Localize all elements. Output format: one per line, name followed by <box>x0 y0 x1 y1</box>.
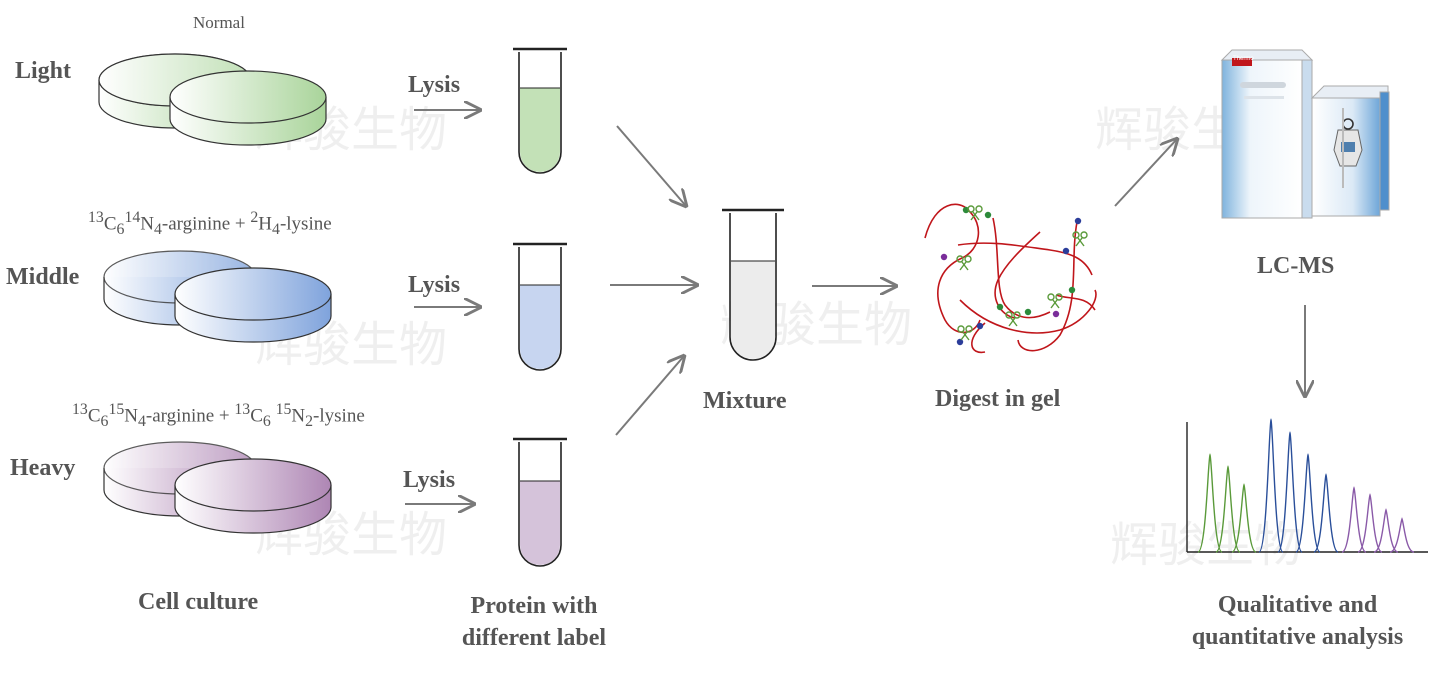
test-tube-icon <box>513 242 567 371</box>
superscript: 14 <box>124 209 141 226</box>
text: N <box>124 405 138 427</box>
row-label-heavy: Heavy <box>10 455 76 481</box>
text: -lysine <box>279 213 332 235</box>
superscript: 13 <box>72 401 88 418</box>
superscript: 13 <box>88 209 104 226</box>
subscript: 4 <box>154 221 162 239</box>
caption-analysis: Qualitative and quantitative analysis <box>1170 589 1425 653</box>
subscript: 6 <box>262 413 271 431</box>
caption-line: Protein with <box>470 593 598 619</box>
arrow-icon <box>615 356 684 436</box>
subscript: 4 <box>138 413 146 431</box>
caption-lcms: LC-MS <box>1257 253 1335 279</box>
text: N <box>140 213 154 235</box>
caption-line: Qualitative and <box>1217 592 1378 618</box>
text: N <box>291 405 306 427</box>
test-tube-icon <box>513 47 567 174</box>
label-note-middle: 13C614N4-arginine + 2H4-lysine <box>88 209 332 239</box>
peptide-digest-icon <box>924 203 1097 354</box>
row-label-light: Light <box>15 58 72 84</box>
superscript: 15 <box>108 401 125 418</box>
lysis-label-middle: Lysis <box>408 272 461 298</box>
test-tube-icon <box>513 437 567 567</box>
row-label-middle: Middle <box>6 264 80 290</box>
subscript: 6 <box>116 221 125 239</box>
caption-digest: Digest in gel <box>935 386 1061 412</box>
caption-line: quantitative analysis <box>1191 624 1404 650</box>
arrow-icon <box>1114 139 1177 207</box>
watermark: 辉骏生物 <box>1110 517 1303 573</box>
instrument-brand: Thermo <box>1233 56 1254 62</box>
lysis-label-heavy: Lysis <box>403 467 456 493</box>
mass-spectrum-icon <box>1186 418 1428 553</box>
superscript: 15 <box>275 401 292 418</box>
text: C <box>250 405 263 427</box>
text: C <box>103 213 117 235</box>
subscript: 6 <box>100 413 109 431</box>
caption-cell-culture: Cell culture <box>138 589 259 615</box>
petri-dish-icon <box>103 250 332 343</box>
scissors-icon <box>956 205 1088 341</box>
caption-line: different label <box>461 625 607 651</box>
label-note-heavy: 13C615N4-arginine + 13C6 15N2-lysine <box>72 401 365 431</box>
subscript: 2 <box>305 413 314 431</box>
text: -arginine + <box>145 405 235 427</box>
caption-protein: Protein with different label <box>438 590 630 654</box>
lc-ms-instrument-icon <box>1220 49 1390 219</box>
arrow-icon <box>616 125 686 206</box>
lysis-label-light: Lysis <box>408 72 461 98</box>
text: H <box>258 213 273 235</box>
test-tube-icon <box>722 208 784 361</box>
text: -lysine <box>313 405 365 427</box>
superscript: 2 <box>250 209 259 226</box>
label-note-light: Normal <box>193 13 245 32</box>
text: -arginine + <box>161 213 251 235</box>
subscript: 4 <box>272 221 280 239</box>
superscript: 13 <box>234 401 251 418</box>
petri-dish-icon <box>98 53 327 146</box>
text: C <box>87 405 101 427</box>
petri-dish-icon <box>103 441 332 534</box>
caption-mixture: Mixture <box>703 388 787 414</box>
